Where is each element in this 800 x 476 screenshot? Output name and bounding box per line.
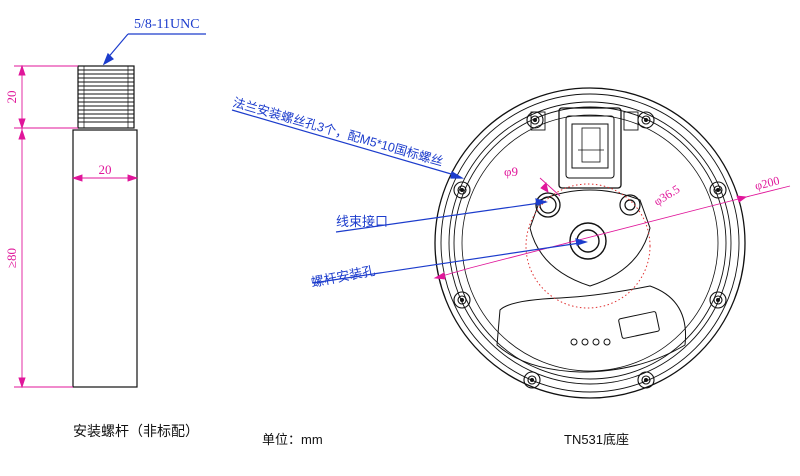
flange-screw-holes <box>453 111 727 389</box>
dim-port: φ9 <box>504 164 518 179</box>
thread-spec-leader <box>102 33 206 66</box>
thread-spec-label: 5/8-11UNC <box>134 17 200 32</box>
base-caption: TN531底座 <box>564 432 629 447</box>
rod-thread-section <box>77 65 135 129</box>
mounting-rod <box>72 65 138 388</box>
tn531-base <box>434 87 746 399</box>
rod-hole-label: 螺杆安装孔 <box>310 263 377 290</box>
rod-body <box>72 129 138 388</box>
reference-circle <box>525 183 651 309</box>
dim-outer: φ200 <box>753 173 781 193</box>
base-dimensions <box>433 177 791 280</box>
dim-thread-length: 20 <box>4 91 19 104</box>
cable-port <box>535 192 561 218</box>
base-leaders <box>231 109 588 284</box>
units-caption: 单位：mm <box>262 432 323 447</box>
base-outer-ring <box>434 87 746 399</box>
rod-thread-hatch <box>78 69 134 123</box>
side-screw <box>619 194 641 216</box>
cable-port-label: 线束接口 <box>336 214 388 229</box>
led-indicators <box>570 338 611 346</box>
flange-note: 法兰安装螺丝孔3个，配M5*10国标螺丝 <box>231 94 445 169</box>
rod-caption: 安装螺杆（非标配） <box>73 423 199 439</box>
display-panel <box>496 285 687 373</box>
dim-rod-width: 20 <box>99 162 112 177</box>
connector-housing <box>558 107 622 189</box>
dim-rod-length: ≥80 <box>4 248 19 268</box>
dim-circle: φ36.5 <box>651 182 682 209</box>
rod-dimensions <box>14 64 139 389</box>
